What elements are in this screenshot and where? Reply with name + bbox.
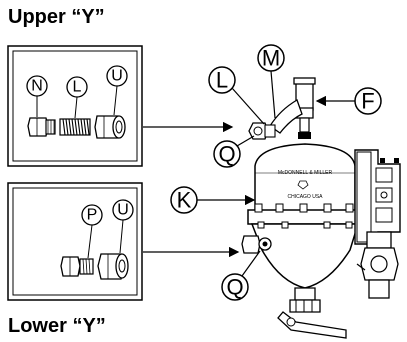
svg-text:CHICAGO USA: CHICAGO USA (287, 194, 323, 200)
float-chamber (247, 143, 363, 313)
svg-text:Q: Q (218, 142, 235, 167)
part-u-union-upper (94, 115, 126, 139)
upper-y-title: Upper “Y” (8, 6, 105, 28)
svg-text:K: K (177, 188, 192, 213)
lower-callout-u: U (112, 199, 134, 254)
svg-text:P: P (87, 207, 98, 224)
svg-text:U: U (111, 68, 123, 85)
upper-callout-u: U (106, 65, 128, 116)
q-top-fitting (248, 122, 276, 140)
upper-y-fitting (269, 77, 316, 139)
svg-text:Q: Q (226, 275, 243, 300)
callout-k: K (170, 186, 256, 214)
q-bottom-fitting (241, 235, 272, 254)
part-n-plug (27, 117, 56, 137)
callout-q-bottom: Q (221, 250, 261, 301)
switch-housing (354, 149, 401, 245)
callout-q-top: Q (213, 135, 255, 168)
callout-f: F (315, 87, 382, 115)
svg-text:U: U (117, 202, 129, 219)
upper-kit-box (7, 45, 143, 167)
part-l-nipple (59, 118, 91, 136)
lower-y-title: Lower “Y” (8, 315, 106, 337)
upper-callout-l: L (66, 76, 88, 119)
svg-text:M: M (262, 46, 280, 71)
lower-kit-box (7, 182, 143, 301)
callout-l-main: L (208, 66, 265, 125)
svg-text:N: N (31, 78, 43, 95)
part-p-bushing (60, 256, 94, 277)
brand-plate: McDONNELL & MILLER CHICAGO USA (278, 170, 333, 200)
lower-right-pipe (356, 231, 399, 299)
upper-callout-n: N (26, 75, 48, 117)
svg-text:F: F (361, 89, 374, 114)
part-u-union-lower (97, 253, 129, 280)
svg-text:McDONNELL & MILLER: McDONNELL & MILLER (278, 170, 333, 176)
svg-text:L: L (73, 79, 82, 96)
callout-m: M (257, 44, 285, 119)
svg-text:L: L (216, 68, 228, 93)
lower-callout-p: P (81, 204, 103, 259)
blowdown-valve-handle (277, 311, 347, 339)
